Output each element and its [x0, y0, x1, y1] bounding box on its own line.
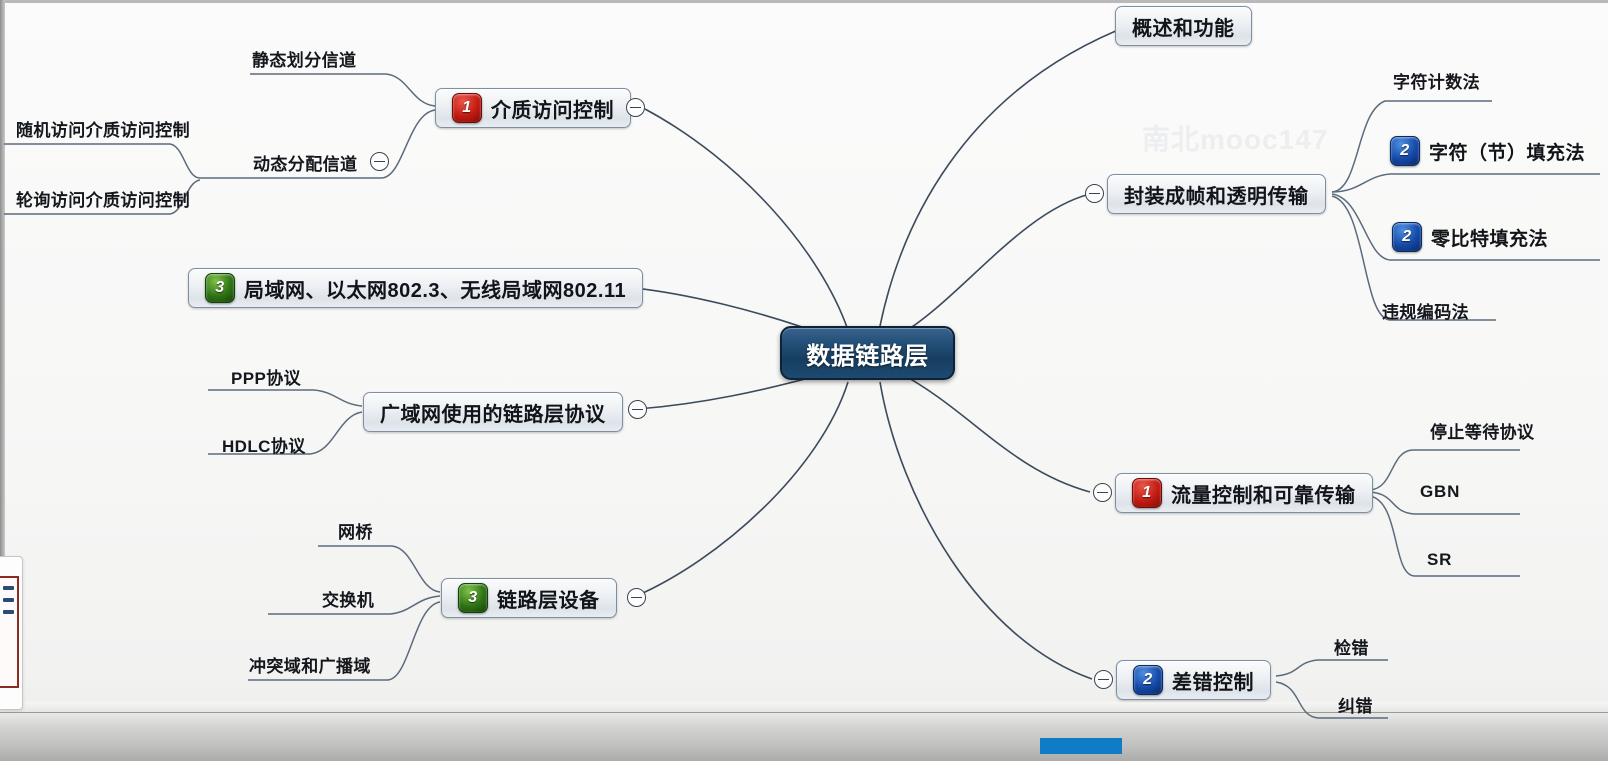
node-mac[interactable]: 1 介质访问控制 — [435, 88, 631, 128]
watermark: 南北mooc147 — [1142, 124, 1329, 155]
badge-1-red-mac: 1 — [452, 93, 482, 123]
canvas-bottom-edge — [0, 702, 1608, 712]
toggle-dynamic-channel[interactable] — [370, 152, 389, 171]
leaf-switch[interactable]: 交换机 — [322, 591, 375, 610]
toggle-devices[interactable] — [627, 588, 646, 607]
node-flow-control[interactable]: 1 流量控制和可靠传输 — [1115, 473, 1373, 513]
bottom-toolbar[interactable] — [0, 712, 1608, 761]
node-error-control-label: 差错控制 — [1172, 671, 1254, 694]
node-framing[interactable]: 封装成帧和透明传输 — [1107, 174, 1326, 214]
toggle-framing[interactable] — [1085, 184, 1104, 203]
node-overview-label: 概述和功能 — [1132, 17, 1235, 40]
badge-2-blue-zero-bit: 2 — [1392, 222, 1422, 252]
toggle-flow-control[interactable] — [1093, 483, 1112, 502]
leaf-error-detection[interactable]: 检错 — [1334, 639, 1369, 658]
node-wan[interactable]: 广域网使用的链路层协议 — [363, 392, 623, 432]
badge-2-blue-char-stuffing: 2 — [1390, 136, 1420, 166]
node-mac-label: 介质访问控制 — [491, 99, 614, 122]
leaf-hdlc[interactable]: HDLC协议 — [222, 437, 306, 456]
left-edge-strip — [0, 0, 5, 760]
node-error-control[interactable]: 2 差错控制 — [1116, 660, 1271, 700]
leaf-static-channel[interactable]: 静态划分信道 — [252, 51, 357, 70]
node-devices[interactable]: 3 链路层设备 — [441, 578, 617, 618]
node-devices-label: 链路层设备 — [497, 589, 600, 612]
left-panel-highlight-box[interactable] — [0, 576, 19, 688]
leaf-bridge[interactable]: 网桥 — [338, 523, 373, 542]
leaf-illegal-coding[interactable]: 违规编码法 — [1382, 303, 1469, 322]
center-node[interactable]: 数据链路层 — [780, 326, 955, 380]
badge-3-green-devices: 3 — [458, 583, 488, 613]
leaf-dynamic-channel[interactable]: 动态分配信道 — [253, 155, 358, 174]
leaf-character-stuffing-label: 字符（节）填充法 — [1429, 142, 1586, 164]
leaf-ppp[interactable]: PPP协议 — [231, 369, 302, 388]
progress-indicator[interactable] — [1040, 738, 1122, 754]
node-lan-label: 局域网、以太网802.3、无线局域网802.11 — [244, 279, 627, 302]
leaf-collision-broadcast-domain[interactable]: 冲突域和广播域 — [249, 657, 371, 676]
leaf-character-stuffing[interactable]: 2 字符（节）填充法 — [1390, 134, 1585, 168]
node-framing-label: 封装成帧和透明传输 — [1124, 185, 1309, 208]
top-border — [0, 0, 1608, 3]
leaf-random-access-mac[interactable]: 随机访问介质访问控制 — [16, 121, 190, 140]
center-node-label: 数据链路层 — [806, 342, 929, 370]
leaf-character-count[interactable]: 字符计数法 — [1393, 73, 1480, 92]
node-lan[interactable]: 3 局域网、以太网802.3、无线局域网802.11 — [188, 268, 644, 308]
node-wan-label: 广域网使用的链路层协议 — [380, 403, 606, 426]
leaf-zero-bit-stuffing-label: 零比特填充法 — [1431, 228, 1549, 250]
toggle-mac[interactable] — [626, 98, 645, 117]
node-overview[interactable]: 概述和功能 — [1115, 6, 1252, 46]
badge-3-green-lan: 3 — [205, 273, 235, 303]
leaf-zero-bit-stuffing[interactable]: 2 零比特填充法 — [1392, 220, 1548, 254]
toggle-error-control[interactable] — [1094, 670, 1113, 689]
badge-1-red-flow-control: 1 — [1132, 478, 1162, 508]
leaf-error-correction[interactable]: 纠错 — [1338, 697, 1373, 716]
leaf-sr[interactable]: SR — [1427, 550, 1453, 569]
badge-2-blue-error-control: 2 — [1133, 665, 1163, 695]
node-flow-control-label: 流量控制和可靠传输 — [1171, 484, 1356, 507]
leaf-polling-access-mac[interactable]: 轮询访问介质访问控制 — [16, 191, 190, 210]
leaf-gbn[interactable]: GBN — [1420, 482, 1461, 501]
toggle-wan[interactable] — [628, 400, 647, 419]
leaf-stop-and-wait[interactable]: 停止等待协议 — [1430, 423, 1535, 442]
